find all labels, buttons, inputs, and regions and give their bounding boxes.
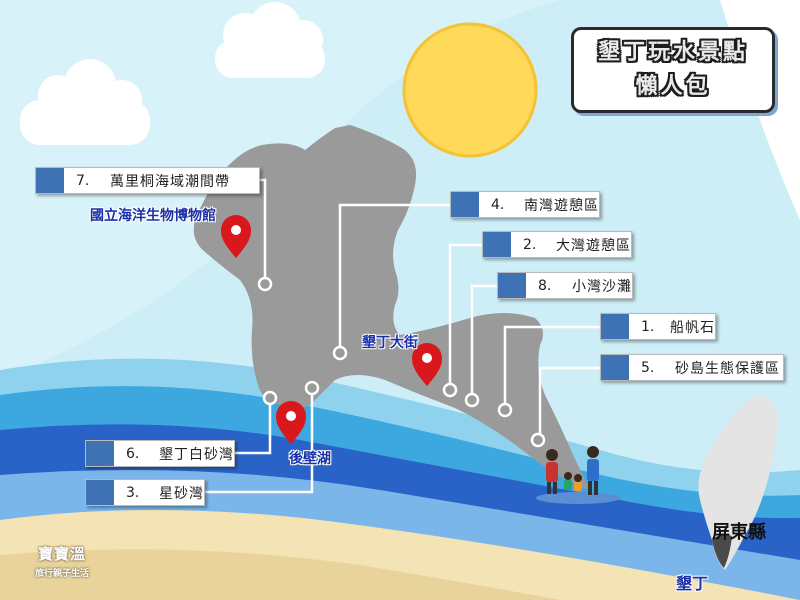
spot-name: 南灣遊憩區: [524, 197, 599, 214]
spot-markers: [257, 276, 546, 448]
marker-7: [257, 276, 273, 292]
spot-number: 1.: [641, 318, 655, 335]
spot-number: 5.: [641, 359, 655, 376]
spot-name: 墾丁白砂灣: [159, 446, 234, 463]
spot-label-3[interactable]: 3. 星砂灣: [85, 479, 205, 506]
cloud-top: [215, 2, 325, 78]
marker-4: [332, 345, 348, 361]
pin-icon-museum: [221, 215, 251, 258]
spot-number: 2.: [523, 236, 537, 253]
leader-line-7: [260, 178, 267, 283]
taiwan-inset: [698, 395, 778, 570]
marker-5: [530, 432, 546, 448]
place-houbihu: 後壁湖: [289, 451, 331, 467]
leader-line-4: [338, 203, 450, 353]
sun-icon: [404, 24, 536, 156]
town-label: 墾丁: [676, 574, 709, 593]
county-label: 屏東縣: [712, 522, 766, 543]
label-tab: [86, 480, 114, 505]
cloud-left: [20, 59, 150, 145]
hengchun-peninsula: [193, 125, 590, 490]
spot-name: 小灣沙灘: [572, 278, 632, 295]
brand-tagline: 旅行親子生活: [34, 569, 89, 579]
marker-6: [262, 390, 278, 406]
spot-number: 8.: [538, 277, 552, 294]
label-tab: [601, 355, 629, 380]
spot-number: 6.: [126, 445, 140, 462]
sand-dark: [0, 549, 560, 600]
marker-2: [442, 382, 458, 398]
spot-number: 3.: [126, 484, 140, 501]
marker-3: [304, 380, 320, 396]
spot-label-4[interactable]: 4. 南灣遊憩區: [450, 191, 600, 218]
spot-label-7[interactable]: 7. 萬里桐海域潮間帶: [35, 167, 260, 194]
pingtung-region: [712, 534, 732, 568]
pin-icon-street: [412, 343, 442, 386]
label-tab: [601, 314, 629, 339]
leader-line-5: [538, 366, 600, 440]
leader-lines: [205, 178, 600, 494]
leader-line-3: [205, 388, 314, 494]
leader-line-8: [470, 284, 497, 400]
brand-watermark: 寶寶溫 旅行親子生活: [26, 543, 98, 579]
sun-outline: [402, 22, 538, 158]
spot-number: 7.: [76, 172, 90, 189]
marker-1: [497, 402, 513, 418]
spot-label-8[interactable]: 8. 小灣沙灘: [497, 272, 633, 299]
title-box: 墾丁玩水景點 懶人包: [571, 27, 775, 113]
title-line-1: 墾丁玩水景點: [597, 40, 748, 65]
title-line-2: 懶人包: [635, 74, 711, 99]
brand-name: 寶寶溫: [37, 545, 86, 563]
marker-8: [464, 392, 480, 408]
label-tab: [498, 273, 526, 298]
leader-line-2: [448, 243, 482, 390]
place-museum: 國立海洋生物博物館: [90, 208, 216, 224]
pin-icon-lake: [276, 401, 306, 444]
spot-label-1[interactable]: 1. 船帆石: [600, 313, 716, 340]
leader-line-6: [230, 398, 272, 455]
spot-name: 砂島生態保護區: [675, 360, 780, 377]
label-tab: [36, 168, 64, 193]
spot-label-6[interactable]: 6. 墾丁白砂灣: [85, 440, 235, 467]
spot-label-5[interactable]: 5. 砂島生態保護區: [600, 354, 784, 381]
leader-line-1: [503, 325, 600, 410]
place-kenting-street: 墾丁大街: [362, 335, 418, 351]
spot-number: 4.: [491, 196, 505, 213]
label-tab: [483, 232, 511, 257]
label-tab: [86, 441, 114, 466]
label-tab: [451, 192, 479, 217]
family-illustration: [536, 446, 620, 504]
spot-name: 船帆石: [670, 319, 715, 336]
spot-name: 星砂灣: [159, 485, 204, 502]
spot-name: 大灣遊憩區: [556, 237, 631, 254]
spot-label-2[interactable]: 2. 大灣遊憩區: [482, 231, 632, 258]
spot-name: 萬里桐海域潮間帶: [110, 173, 230, 190]
